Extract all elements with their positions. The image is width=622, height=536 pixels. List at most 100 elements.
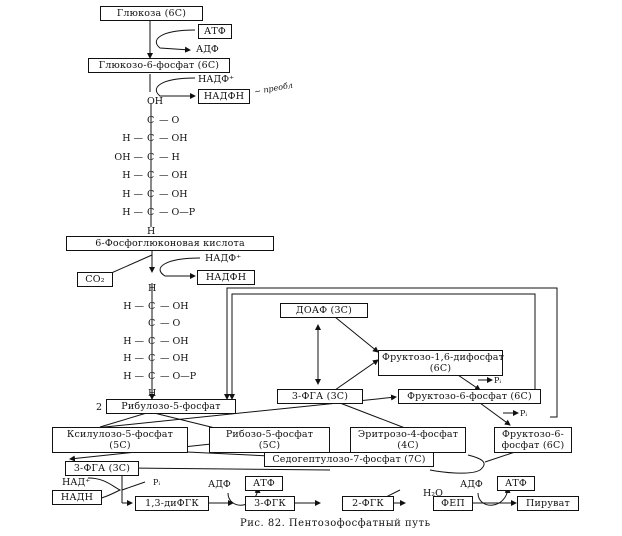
arrow-dhap-fbp xyxy=(334,316,379,353)
formula-atom: H xyxy=(148,388,157,399)
node-atp: АТФ xyxy=(198,24,232,39)
formula-atom: — O xyxy=(159,114,180,126)
label-nadp: НАДФ⁺ xyxy=(198,74,235,85)
label-adp: АДФ xyxy=(196,44,219,55)
arrow-f6p-f6pb xyxy=(479,402,511,426)
arrow-adp-atp-2 xyxy=(477,487,511,506)
line-ru5p-xu5p xyxy=(99,411,151,428)
node-dhap: ДОАФ (3С) xyxy=(280,303,368,318)
xu5p-line2: (5С) xyxy=(109,440,131,451)
label-h2o: H₂O xyxy=(423,488,443,499)
node-atp-3: АТФ xyxy=(497,476,535,491)
r5p-line2: (5С) xyxy=(258,440,281,451)
label-coefficient: 2 xyxy=(96,402,103,413)
formula-atom: H — xyxy=(123,335,144,347)
line-gap-e4p xyxy=(339,402,406,429)
formula-atom: H — xyxy=(123,370,144,382)
node-atp-2: АТФ xyxy=(245,476,283,491)
formula-atom: C xyxy=(148,300,156,312)
formula-atom: H — xyxy=(123,300,144,312)
arrow-atp-adp xyxy=(155,29,196,53)
formula-atom: C xyxy=(147,114,155,126)
formula-atom: C xyxy=(148,370,156,382)
label-adp-2: АДФ xyxy=(208,479,231,490)
line-pi xyxy=(121,481,146,491)
formula-atom: C xyxy=(147,188,155,200)
formula-atom: C xyxy=(148,335,156,347)
line-ru5p-r5p xyxy=(149,411,216,429)
node-nadh: НАДН xyxy=(52,490,102,505)
node-sedoheptulose-7-phosphate: Седогептулозо-7-фосфат (7С) xyxy=(264,452,434,467)
node-6-phosphogluconate: 6-Фосфоглюконовая кислота xyxy=(66,236,274,251)
node-fructose-1-6-bisphosphate: Фруктозо-1,6-дифосфат (6С) xyxy=(378,350,505,376)
formula-atom: H — xyxy=(122,188,143,200)
node-nadph-2: НАДФН xyxy=(197,270,255,285)
node-2-pg: 2-ФГК xyxy=(342,496,394,511)
xu5p-line1: Ксилулозо-5-фосфат xyxy=(66,429,174,440)
formula-atom: H — xyxy=(122,207,143,218)
formula-atom: — OH xyxy=(160,335,189,347)
formula-atom: — O—P xyxy=(160,370,197,382)
formula-atom: H xyxy=(147,225,156,237)
formula-atom: — OH xyxy=(160,300,189,312)
formula-atom: — H xyxy=(159,151,180,163)
node-ribose-5-phosphate: Рибозо-5-фосфат (5С) xyxy=(209,427,330,453)
e4p-line1: Эритрозо-4-фосфат xyxy=(357,429,459,440)
formula-atom: H — xyxy=(122,170,143,181)
label-nad: НАД⁺ xyxy=(62,477,91,488)
loop-outer xyxy=(226,287,558,418)
node-glucose-6-phosphate: Глюкозо-6-фосфат (6С) xyxy=(88,58,230,73)
arrow-adp-atp-1 xyxy=(227,487,261,506)
formula-atom: — OH xyxy=(159,170,188,181)
line-gap-s7p xyxy=(124,467,331,471)
node-co2: CO₂ xyxy=(77,272,113,287)
formula-atom: H — xyxy=(123,353,144,364)
node-nadph: НАДФН xyxy=(198,89,250,104)
formula-atom: C xyxy=(147,170,155,181)
node-gap-top: 3-ФГА (3С) xyxy=(277,389,363,404)
node-xylulose-5-phosphate: Ксилулозо-5-фосфат (5С) xyxy=(52,427,188,453)
node-erythrose-4-phosphate: Эритрозо-4-фосфат (4С) xyxy=(350,427,466,453)
node-1-3-bpg: 1,3-диФГК xyxy=(135,496,209,511)
node-glucose: Глюкоза (6С) xyxy=(100,6,203,21)
formula-atom: — OH xyxy=(160,353,189,364)
fbp-line2: (6С) xyxy=(429,363,452,374)
r5p-line1: Рибозо-5-фосфат xyxy=(225,429,314,440)
formula-atom: C xyxy=(148,318,156,329)
figure-caption: Рис. 82. Пентозофосфатный путь xyxy=(240,518,431,529)
formula-atom: — O xyxy=(160,318,181,329)
f6pb-line2: фосфат (6С) xyxy=(501,440,565,451)
f6pb-line1: Фруктозо-6- xyxy=(501,429,565,440)
formula-atom: OH — xyxy=(114,151,143,163)
label-pi-1: Pᵢ xyxy=(494,376,501,385)
arrow-nadp-nadph-1 xyxy=(155,77,196,99)
formula-atom: — O—P xyxy=(159,207,196,218)
arrow-nadp-nadph-2 xyxy=(159,257,201,279)
formula-atom: C xyxy=(147,133,155,144)
node-fructose-6-phosphate-b: Фруктозо-6- фосфат (6С) xyxy=(494,427,572,453)
formula-atom: C xyxy=(147,207,155,218)
formula-atom: OH xyxy=(147,96,164,107)
arrow-gap-fbp xyxy=(334,359,379,391)
node-3-pg: 3-ФГК xyxy=(245,496,295,511)
label-pi-2: Pᵢ xyxy=(520,409,527,418)
e4p-line2: (4С) xyxy=(397,440,419,451)
label-pi-3: Pᵢ xyxy=(153,478,160,487)
formula-atom: C xyxy=(147,151,155,163)
label-nadp-2: НАДФ⁺ xyxy=(205,253,242,264)
loop-inner xyxy=(231,293,536,399)
curve-e4p-s7p xyxy=(429,454,485,474)
node-gap-low: 3-ФГА (3С) xyxy=(65,461,139,476)
formula-atom: H xyxy=(148,283,157,294)
formula-atom: C xyxy=(148,353,156,364)
node-ribulose-5-phosphate: Рибулозо-5-фосфат xyxy=(106,399,236,414)
formula-atom: — OH xyxy=(159,188,188,200)
fbp-line1: Фруктозо-1,6-дифосфат xyxy=(382,352,505,363)
label-adp-3: АДФ xyxy=(460,479,483,490)
node-pep: ФЕП xyxy=(433,496,473,511)
formula-atom: — OH xyxy=(159,133,188,144)
node-pyruvate: Пируват xyxy=(517,496,579,511)
formula-atom: H — xyxy=(122,133,143,144)
